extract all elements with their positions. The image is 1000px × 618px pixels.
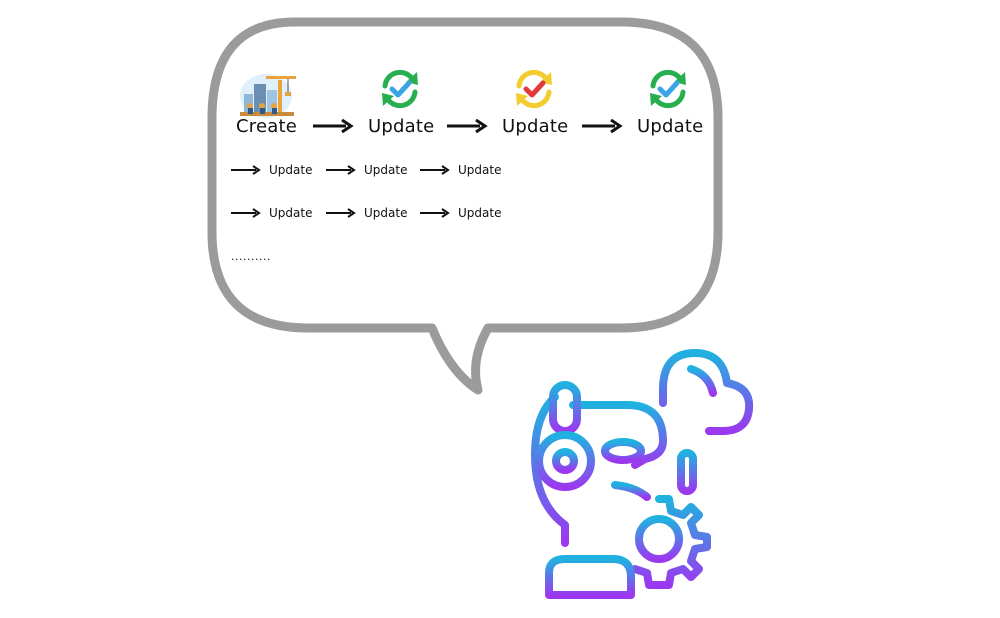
sync-check-icon xyxy=(650,69,686,109)
arrow-right-icon xyxy=(326,208,356,218)
construction-site-icon xyxy=(240,74,296,118)
arrow-right-icon xyxy=(231,165,261,175)
sync-check-icon xyxy=(516,69,552,109)
arrow-right-icon xyxy=(313,118,354,134)
step-label-update: Update xyxy=(364,206,408,220)
arrow-right-icon xyxy=(231,208,261,218)
step-label-update: Update xyxy=(364,163,408,177)
robot-cloud-gear-icon xyxy=(531,349,754,599)
step-label-update: Update xyxy=(458,163,502,177)
arrow-right-icon xyxy=(447,118,488,134)
arrow-right-icon xyxy=(326,165,356,175)
step-label-update: Update xyxy=(502,116,569,137)
step-label-update: Update xyxy=(637,116,704,137)
step-label-create: Create xyxy=(236,116,298,137)
step-label-update: Update xyxy=(368,116,435,137)
step-label-update: Update xyxy=(458,206,502,220)
sync-check-icon xyxy=(382,69,418,109)
step-label-update: Update xyxy=(269,163,313,177)
arrow-right-icon xyxy=(420,208,450,218)
arrow-right-icon xyxy=(420,165,450,175)
arrow-right-icon xyxy=(582,118,623,134)
step-label-update: Update xyxy=(269,206,313,220)
ellipsis-text: .......... xyxy=(231,250,271,263)
